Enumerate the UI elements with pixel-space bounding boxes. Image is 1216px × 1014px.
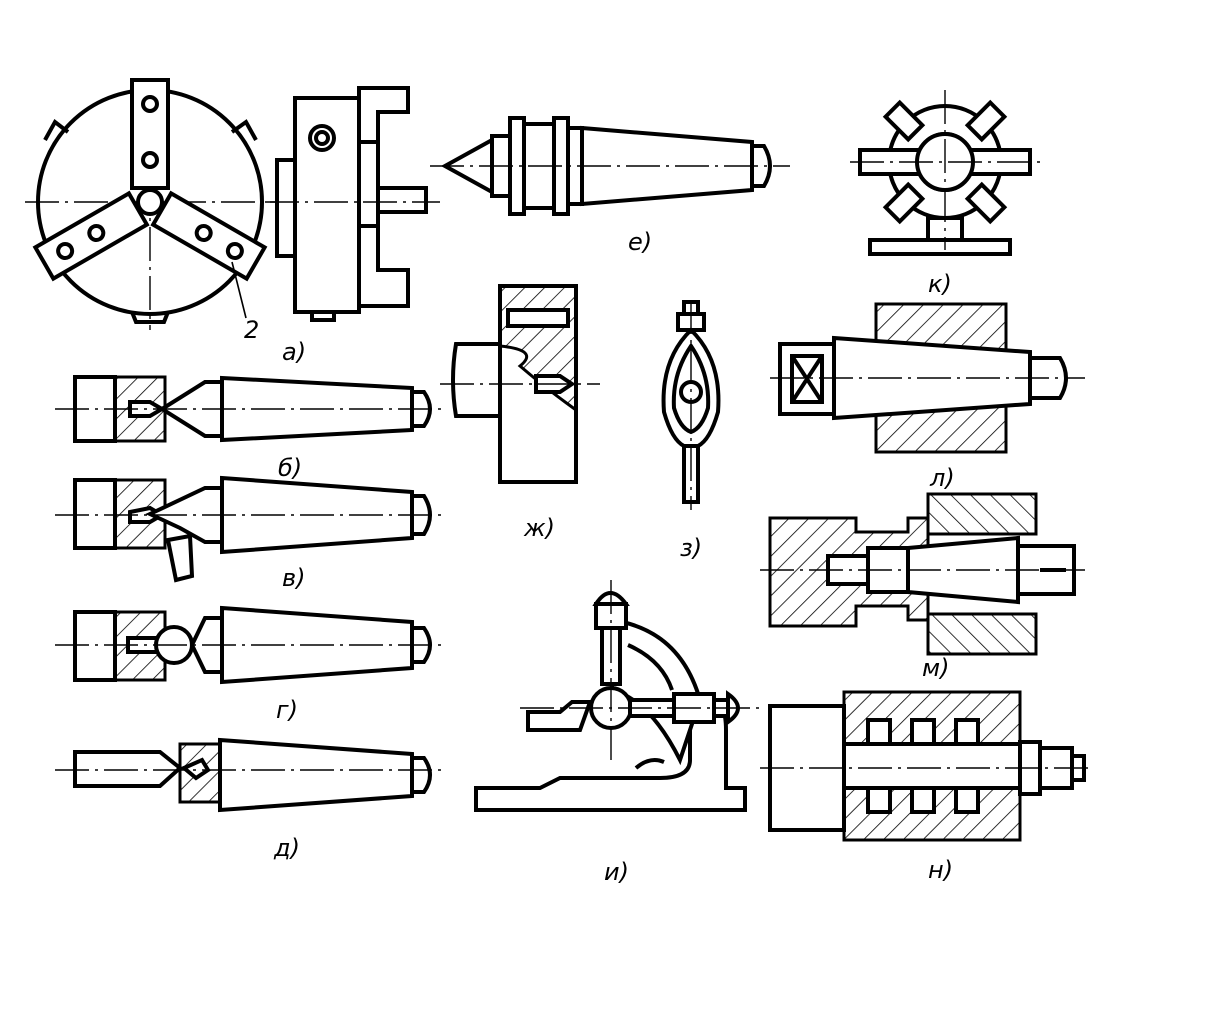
fig-k-steady-rest: к) xyxy=(850,90,1040,298)
label-zh: ж) xyxy=(523,514,555,542)
label-v: в) xyxy=(282,564,306,592)
label-a: а) xyxy=(282,338,306,366)
chip-shield xyxy=(165,533,195,583)
fig-g-ball-center: г) xyxy=(55,605,445,724)
fig-n-collet-mandrel: н) xyxy=(760,690,1090,884)
label-z: з) xyxy=(680,534,702,562)
label-g: г) xyxy=(276,696,298,724)
label-k: к) xyxy=(928,270,952,298)
label-n: н) xyxy=(928,856,953,884)
fig-d-reverse-center: д) xyxy=(55,737,445,862)
fig-b-dead-center: б) xyxy=(55,375,445,482)
fig-m-mandrel: м) xyxy=(760,492,1085,682)
chuck-front-view: 2 xyxy=(25,78,275,344)
label-i: и) xyxy=(604,858,629,886)
fig-e-live-center: е) xyxy=(430,116,790,256)
fig-l-adapter-sleeve: л) xyxy=(770,302,1085,492)
label-l: л) xyxy=(929,464,955,492)
callout-jaw-number: 2 xyxy=(244,316,259,344)
fig-z-lathe-dog: з) xyxy=(661,300,721,562)
label-d: д) xyxy=(273,834,300,862)
fig-zh-face-driver: ж) xyxy=(440,284,600,542)
fig-i-follow-rest: и) xyxy=(474,580,760,886)
label-b: б) xyxy=(278,454,302,482)
label-e: е) xyxy=(628,228,652,256)
fig-a-three-jaw-chuck: 2 а) xyxy=(25,78,440,366)
label-m: м) xyxy=(922,654,949,682)
chuck-side-view xyxy=(265,86,440,322)
mandrel-grooves xyxy=(866,718,980,814)
fig-v-half-center: в) xyxy=(55,475,445,592)
